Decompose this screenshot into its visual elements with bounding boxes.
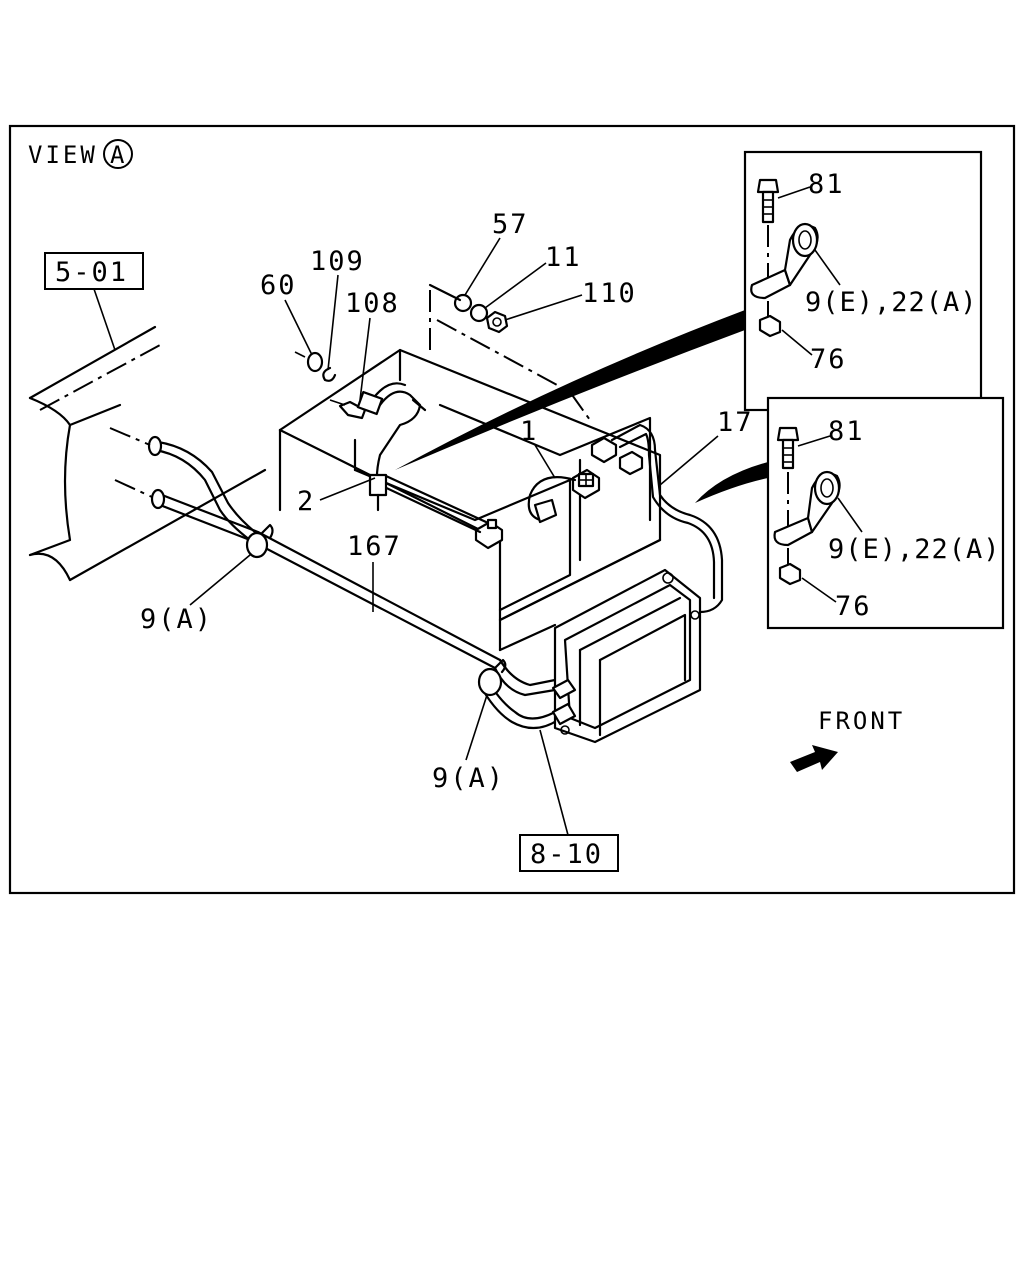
detail-box-top	[743, 150, 983, 412]
detail-box-bottom	[766, 396, 1005, 630]
leader-harness	[539, 729, 569, 836]
callout-57: 57	[492, 209, 529, 240]
callout-109: 109	[310, 246, 365, 277]
callout-1: 1	[520, 416, 538, 447]
detail-bottom-clip-label: 9(E),22(A)	[828, 534, 1001, 565]
callout-108: 108	[345, 288, 400, 319]
clip-9a-bottom	[477, 658, 507, 697]
callout-60: 60	[260, 270, 297, 301]
callout-167: 167	[347, 531, 402, 562]
leader-frame	[93, 288, 116, 351]
callout-110: 110	[582, 278, 637, 309]
cable-ground	[378, 483, 482, 534]
pointer-wedge-bottom	[695, 462, 768, 503]
clip-2-assembly	[368, 382, 422, 512]
terminal-hardware	[453, 293, 509, 334]
control-module	[551, 568, 702, 744]
callout-11: 11	[545, 242, 582, 273]
callout-9a-left: 9(A)	[140, 604, 213, 635]
ref-frame-label: 5-01	[55, 257, 128, 288]
detail-top-nut-label: 76	[810, 344, 847, 375]
front-label: FRONT	[818, 707, 905, 735]
battery-terminals	[474, 436, 644, 550]
pointer-wedge-top	[395, 310, 745, 470]
callout-9a-bottom: 9(A)	[432, 763, 505, 794]
callout-17: 17	[717, 407, 754, 438]
bolt-108	[329, 390, 384, 420]
ref-harness-label: 8-10	[530, 839, 603, 870]
diagram-border	[8, 124, 1016, 895]
cable-17	[610, 423, 724, 614]
view-label: VIEW	[28, 141, 98, 169]
detail-bottom-nut-label: 76	[835, 591, 872, 622]
detail-top-clip-label: 9(E),22(A)	[805, 287, 978, 318]
washer-60-109	[294, 351, 337, 382]
detail-top-bolt-label: 81	[808, 169, 845, 200]
view-marker: A	[110, 141, 125, 169]
frame-rail	[28, 325, 267, 582]
ref-box-harness	[519, 834, 619, 872]
view-marker-circle	[103, 139, 133, 169]
callout-2: 2	[297, 486, 315, 517]
cable-link	[527, 476, 577, 522]
front-arrow-icon	[790, 745, 838, 772]
clip-9a-left	[245, 523, 274, 559]
detail-bottom-bolt-label: 81	[828, 416, 865, 447]
